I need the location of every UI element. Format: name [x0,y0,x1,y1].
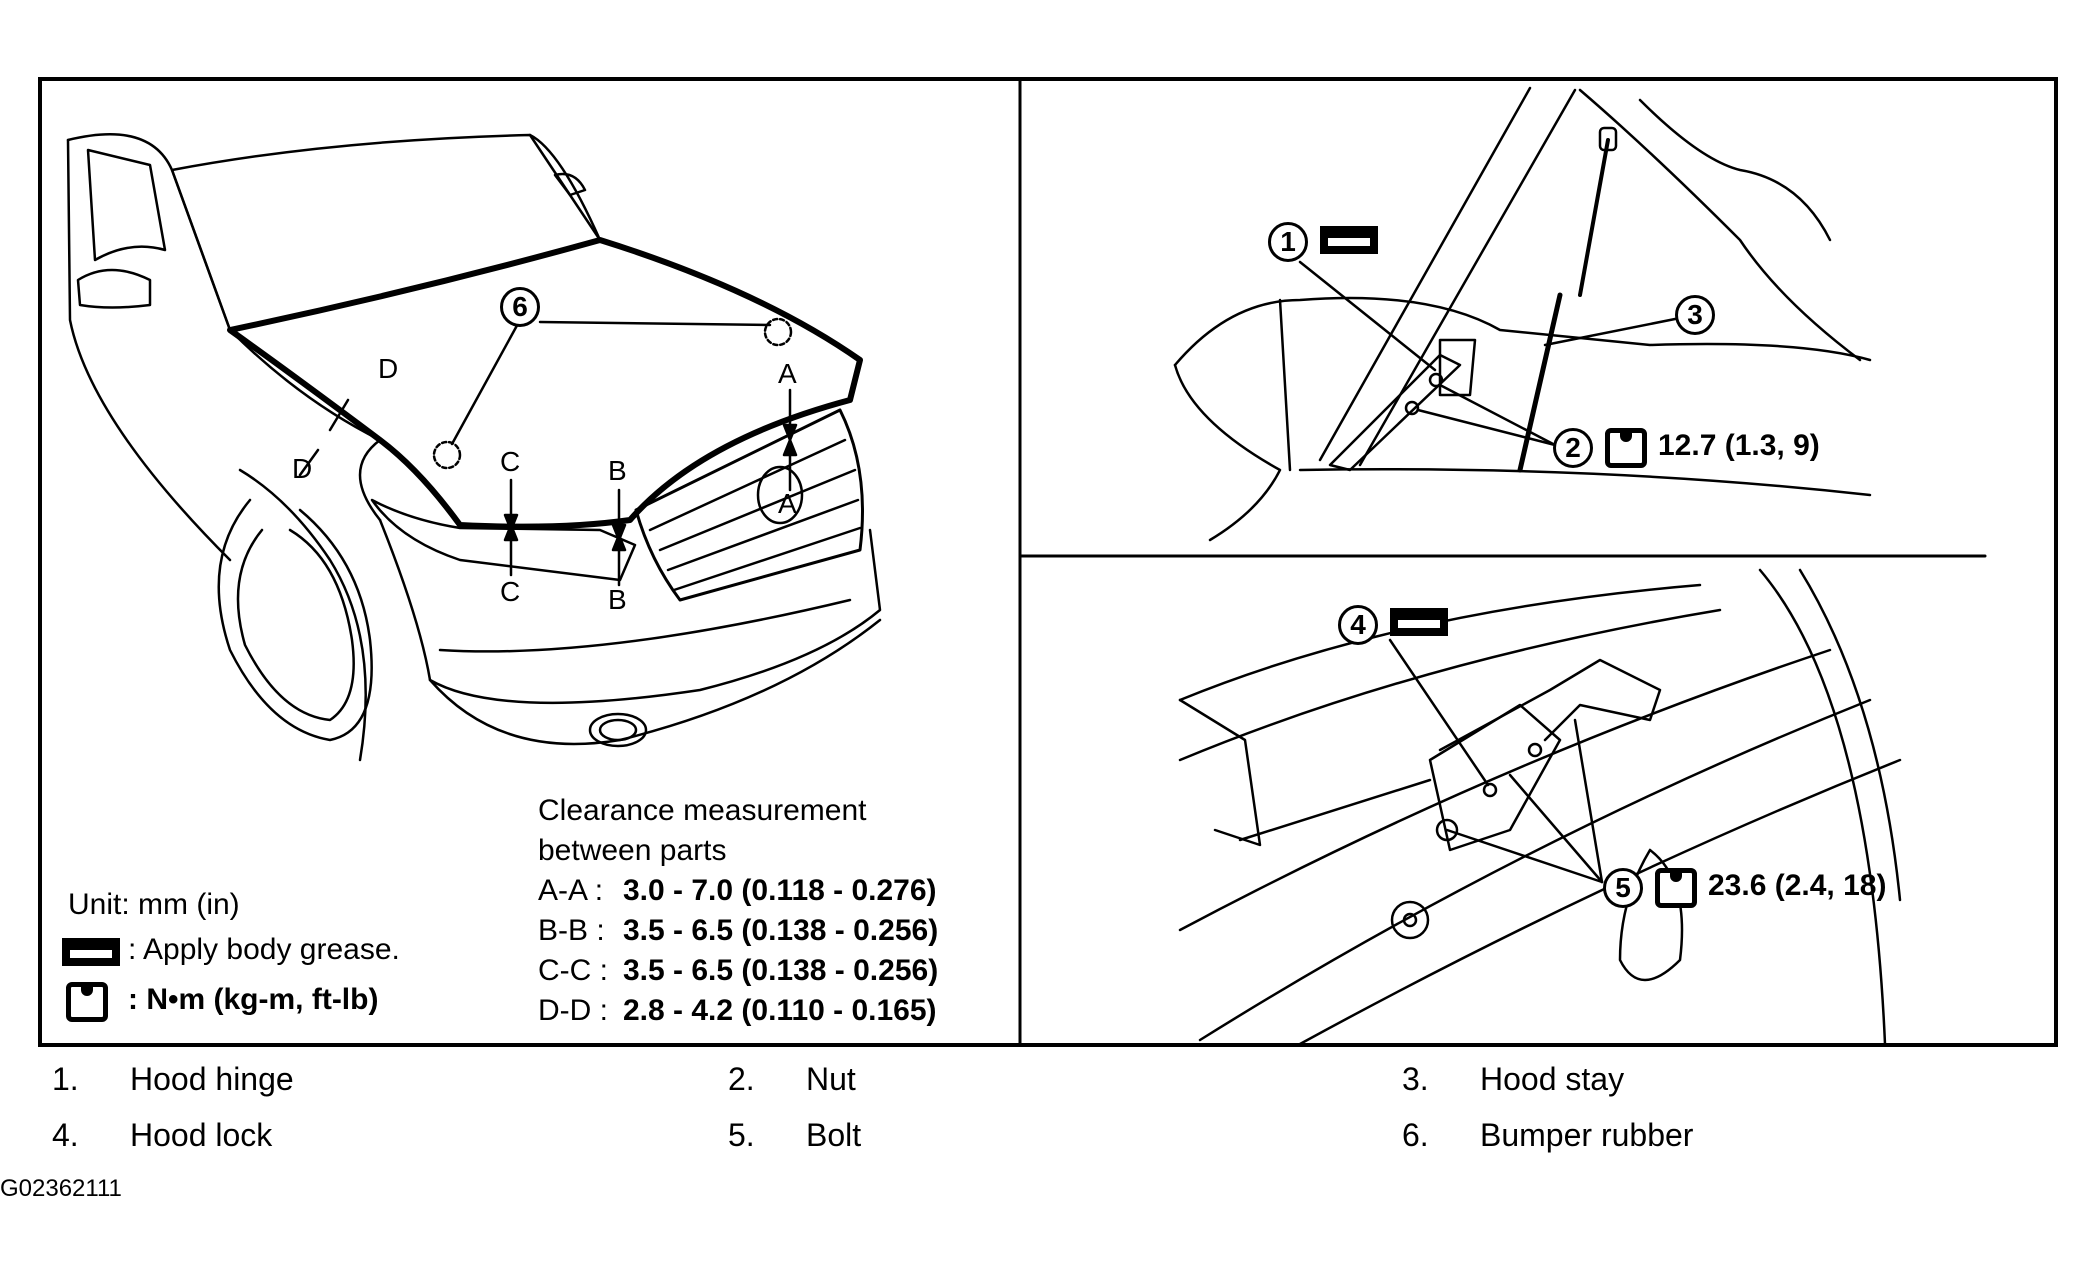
clearance-row-c-value: 3.5 - 6.5 (0.138 - 0.256) [623,954,939,987]
callout-2: 2 [1553,428,1593,468]
torque-bolt: 23.6 (2.4, 18) [1708,869,1887,902]
callout-3: 3 [1675,295,1715,335]
legend-unit: Unit: mm (in) [68,888,240,921]
part-5-name: Bolt [806,1117,862,1153]
part-1-number: 1. [52,1061,79,1097]
callout-6: 6 [500,287,540,327]
part-4-name: Hood lock [130,1117,273,1153]
part-2-name: Nut [806,1061,856,1097]
hood-lock-view [1178,568,1902,1046]
grease-icon-hinge [1320,226,1378,254]
label-a-top: A [778,358,797,389]
label-b-bottom: B [608,584,627,615]
clearance-row-c-label: C-C : [538,954,608,987]
torque-nut: 12.7 (1.3, 9) [1658,429,1820,462]
part-3-number: 3. [1402,1061,1429,1097]
label-b-top: B [608,455,627,486]
clearance-row-b-value: 3.5 - 6.5 (0.138 - 0.256) [623,914,939,947]
torque-wrench-icon [66,982,108,1022]
part-6-number: 6. [1402,1117,1429,1153]
clearance-row-d-value: 2.8 - 4.2 (0.110 - 0.165) [623,994,937,1027]
clearance-title-line1: Clearance measurement [538,794,867,827]
label-c-bottom: C [500,576,521,607]
figure-frame [38,77,2058,1047]
part-6-name: Bumper rubber [1480,1117,1694,1153]
grease-icon-lock [1390,608,1448,636]
part-2-number: 2. [728,1061,755,1097]
torque-wrench-icon-nut [1605,428,1647,468]
callout-5: 5 [1603,868,1643,908]
clearance-row-a-value: 3.0 - 7.0 (0.118 - 0.276) [623,874,937,907]
legend-torque: : N•m (kg-m, ft-lb) [128,983,379,1016]
clearance-row-a-label: A-A : [538,874,604,907]
label-d-bottom: D [292,453,313,484]
car-front-view [66,133,882,762]
label-a-bottom: A [778,488,797,519]
torque-wrench-icon-bolt [1655,868,1697,908]
part-1-name: Hood hinge [130,1061,294,1097]
clearance-row-b-label: B-B : [538,914,605,947]
clearance-row-d-label: D-D : [538,994,608,1027]
part-3-name: Hood stay [1480,1061,1625,1097]
label-c-top: C [500,446,521,477]
part-5-number: 5. [728,1117,755,1153]
figure-code: G02362111 [0,1175,122,1202]
callout-4: 4 [1338,605,1378,645]
label-d-top: D [378,353,399,384]
legend-grease: : Apply body grease. [128,933,400,966]
grease-icon [62,938,120,966]
clearance-title-line2: between parts [538,834,727,867]
callout-1: 1 [1268,222,1308,262]
hood-hinge-view [1173,86,1872,542]
part-4-number: 4. [52,1117,79,1153]
